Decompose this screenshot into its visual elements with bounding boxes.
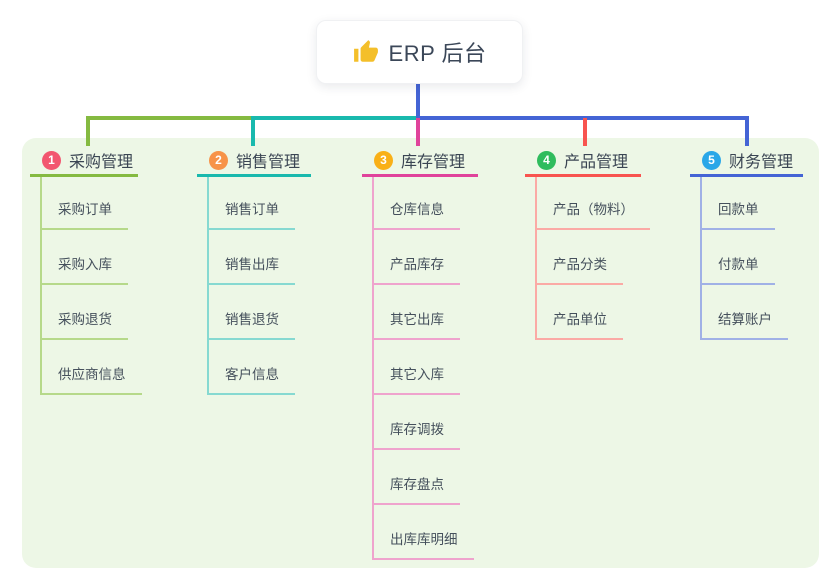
- branch-children: 回款单 付款单 结算账户: [700, 177, 803, 340]
- branch-children: 产品（物料） 产品分类 产品单位: [535, 177, 650, 340]
- child-node[interactable]: 采购订单: [42, 177, 128, 230]
- child-node[interactable]: 出库库明细: [374, 505, 474, 560]
- child-node[interactable]: 仓库信息: [374, 177, 460, 230]
- branch-purchasing: 1 采购管理 采购订单 采购入库 采购退货 供应商信息: [30, 146, 142, 395]
- child-node[interactable]: 产品分类: [537, 230, 623, 285]
- branch-number-badge: 2: [209, 150, 228, 170]
- branch-product: 4 产品管理 产品（物料） 产品分类 产品单位: [525, 146, 650, 340]
- child-node[interactable]: 库存调拨: [374, 395, 460, 450]
- branch-title: 产品管理: [564, 154, 629, 171]
- branch-title: 销售管理: [236, 154, 301, 171]
- child-node[interactable]: 库存盘点: [374, 450, 460, 505]
- branch-node[interactable]: 2 销售管理: [197, 146, 311, 177]
- branch-title: 库存管理: [401, 154, 466, 171]
- connector-branch1-drop: [86, 116, 90, 146]
- thumbs-up-icon: [353, 39, 379, 65]
- connector-branch1-horizontal: [86, 116, 253, 120]
- branch-children: 采购订单 采购入库 采购退货 供应商信息: [40, 177, 142, 395]
- branch-inventory: 3 库存管理 仓库信息 产品库存 其它出库 其它入库 库存调拨 库存盘点 出库库…: [362, 146, 478, 560]
- connector-branch4-drop: [583, 118, 587, 146]
- child-node[interactable]: 产品（物料）: [537, 177, 650, 230]
- child-node[interactable]: 销售订单: [209, 177, 295, 230]
- root-node-label: ERP 后台: [388, 41, 487, 66]
- branch-title: 财务管理: [729, 154, 794, 171]
- connector-root-drop: [416, 84, 420, 120]
- branch-number-badge: 3: [374, 150, 393, 170]
- mindmap-panel: [22, 138, 819, 568]
- child-node[interactable]: 付款单: [702, 230, 775, 285]
- connector-branch5-drop: [745, 116, 749, 146]
- branch-node[interactable]: 1 采购管理: [30, 146, 138, 177]
- child-node[interactable]: 产品库存: [374, 230, 460, 285]
- child-node[interactable]: 回款单: [702, 177, 775, 230]
- child-node[interactable]: 其它入库: [374, 340, 460, 395]
- branch-node[interactable]: 5 财务管理: [690, 146, 803, 177]
- connector-branch3-drop: [416, 118, 420, 146]
- branch-sales: 2 销售管理 销售订单 销售出库 销售退货 客户信息: [197, 146, 311, 395]
- child-node[interactable]: 产品单位: [537, 285, 623, 340]
- branch-number-badge: 1: [42, 150, 61, 170]
- branch-node[interactable]: 3 库存管理: [362, 146, 478, 177]
- connector-branch2-horizontal: [251, 116, 418, 120]
- branch-number-badge: 4: [537, 150, 556, 170]
- child-node[interactable]: 客户信息: [209, 340, 295, 395]
- child-node[interactable]: 供应商信息: [42, 340, 142, 395]
- root-node[interactable]: ERP 后台: [316, 20, 523, 84]
- child-node[interactable]: 其它出库: [374, 285, 460, 340]
- connector-branch5-horizontal: [416, 116, 749, 120]
- branch-title: 采购管理: [69, 154, 134, 171]
- branch-finance: 5 财务管理 回款单 付款单 结算账户: [690, 146, 803, 340]
- child-node[interactable]: 结算账户: [702, 285, 788, 340]
- child-node[interactable]: 采购入库: [42, 230, 128, 285]
- branch-children: 销售订单 销售出库 销售退货 客户信息: [207, 177, 311, 395]
- child-node[interactable]: 销售出库: [209, 230, 295, 285]
- branch-number-badge: 5: [702, 150, 721, 170]
- child-node[interactable]: 销售退货: [209, 285, 295, 340]
- connector-branch2-drop: [251, 116, 255, 146]
- child-node[interactable]: 采购退货: [42, 285, 128, 340]
- branch-node[interactable]: 4 产品管理: [525, 146, 641, 177]
- branch-children: 仓库信息 产品库存 其它出库 其它入库 库存调拨 库存盘点 出库库明细: [372, 177, 478, 560]
